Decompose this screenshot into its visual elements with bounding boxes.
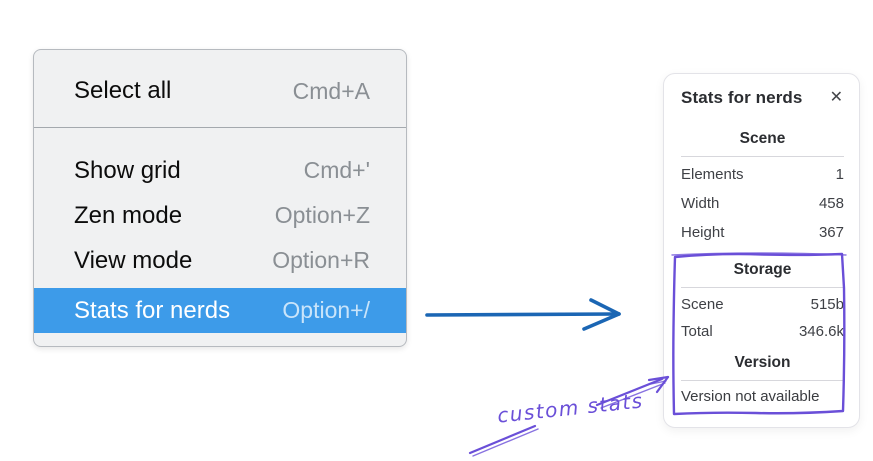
stat-value: 458 [818,195,844,212]
arrow-menu-to-panel [425,298,621,331]
menu-item-select-all[interactable]: Select all Cmd+A [34,66,406,116]
menu-item-shortcut: Cmd+A [292,77,370,104]
section-heading-version: Version [734,354,791,371]
stat-value: 367 [818,224,844,241]
menu-item-stats-for-nerds[interactable]: Stats for nerds Option+/ [34,288,406,333]
stat-label: Scene [681,296,724,313]
stats-panel-title: Stats for nerds [681,88,803,107]
close-icon[interactable]: ✕ [829,89,843,106]
stat-value: 515b [810,296,844,313]
scene-stats: Elements 1 Width 458 Height 367 [681,160,844,247]
menu-item-shortcut: Cmd+' [303,157,370,183]
menu-item-zen-mode[interactable]: Zen mode Option+Z [34,193,406,238]
stat-row-elements: Elements 1 [681,160,844,189]
menu-item-view-mode[interactable]: View mode Option+R [34,238,406,283]
stat-value: 346.6k [798,323,844,340]
menu-item-label: View mode [74,246,193,274]
divider [681,380,844,381]
menu-item-label: Select all [74,77,172,104]
stat-value: 1 [835,166,844,183]
divider [681,156,844,157]
stats-panel-header: Stats for nerds ✕ [681,88,844,108]
menu-item-label: Show grid [74,156,181,184]
menu-item-shortcut: Option+/ [282,297,370,323]
menu-item-label: Stats for nerds [74,296,231,324]
menu-item-show-grid[interactable]: Show grid Cmd+' [34,148,406,193]
stat-label: Elements [681,166,744,183]
stat-row-height: Height 367 [681,218,844,247]
stat-label: Width [681,195,720,212]
context-menu: Select all Cmd+A Show grid Cmd+' Zen mod… [33,49,407,347]
stat-row-scene-size: Scene 515b [681,291,844,318]
version-note: Version not available [681,388,820,405]
menu-item-label: Zen mode [74,201,183,229]
stat-label: Total [681,323,713,340]
section-heading-scene: Scene [739,130,786,147]
stat-label: Height [681,224,725,241]
menu-item-shortcut: Option+R [272,247,370,273]
stats-panel: Stats for nerds ✕ Scene Elements 1 Width… [663,73,860,428]
section-heading-storage: Storage [733,261,792,278]
menu-item-shortcut: Option+Z [274,202,370,228]
storage-stats: Scene 515b Total 346.6k [681,291,844,345]
divider [681,287,844,288]
annotation-arrow [468,375,670,457]
stat-row-total-size: Total 346.6k [681,318,844,345]
menu-divider [34,127,406,128]
stat-row-width: Width 458 [681,189,844,218]
